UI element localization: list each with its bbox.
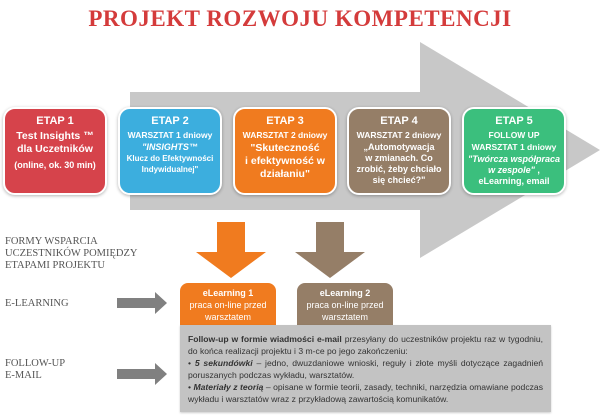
elearning-label: E-LEARNING bbox=[5, 298, 69, 309]
note-text: – opisane w formie teorii, zasady, techn… bbox=[188, 382, 543, 404]
elearning-right-arrow bbox=[117, 292, 167, 314]
stage-text: się chcieć?" bbox=[372, 175, 426, 185]
stage-text: zrobić, żeby chciało bbox=[356, 164, 442, 174]
elearning-text: praca on-line przed warsztatem bbox=[189, 300, 267, 322]
brown-down-arrow bbox=[295, 222, 365, 278]
stage-heading: ETAP 4 bbox=[380, 115, 418, 127]
note-text: Follow-up w formie wiadmości e-mail bbox=[188, 334, 342, 344]
label-line: UCZESTNIKÓW POMIĘDZY bbox=[5, 248, 138, 259]
note-text: Materiały z teorią bbox=[193, 382, 264, 392]
label-line: E-MAIL bbox=[5, 370, 42, 381]
stage-subtitle: FOLLOW UP bbox=[488, 130, 540, 140]
stage-text: w zmianach. Co bbox=[365, 153, 433, 163]
stage-subtitle: WARSZTAT 1 dniowy bbox=[127, 130, 213, 140]
elearning-title: eLearning 1 bbox=[202, 288, 254, 298]
stage-5-box: ETAP 5 FOLLOW UP WARSZTAT 1 dniowy "Twór… bbox=[462, 107, 566, 195]
stage-subtitle: WARSZTAT 2 dniowy bbox=[242, 130, 328, 140]
label-line: FOLLOW-UP bbox=[5, 358, 66, 369]
stage-text: , bbox=[534, 165, 540, 175]
stage-4-box: ETAP 4 WARSZTAT 2 dniowy „Automotywacja … bbox=[347, 107, 451, 195]
stage-text: eLearning, email bbox=[478, 176, 550, 186]
followup-right-arrow bbox=[117, 363, 167, 385]
stage-heading: ETAP 1 bbox=[36, 115, 74, 127]
orange-down-arrow bbox=[196, 222, 266, 278]
label-line: FORMY WSPARCIA bbox=[5, 236, 98, 247]
stage-subtitle: WARSZTAT 1 dniowy bbox=[471, 142, 557, 152]
followup-label: FOLLOW-UP E-MAIL bbox=[5, 358, 65, 382]
stage-text: „Automotywacja bbox=[363, 142, 435, 152]
stage-heading: ETAP 2 bbox=[151, 115, 189, 127]
stage-text: "Skuteczność bbox=[250, 142, 320, 154]
stage-text: i efektywność w bbox=[245, 155, 325, 167]
stage-text: Klucz do Efektywności bbox=[126, 154, 214, 163]
label-line: ETAPAMI PROJEKTU bbox=[5, 260, 105, 271]
note-text: przesyłany do uczestników projektu raz w… bbox=[188, 334, 543, 356]
stage-3-box: ETAP 3 WARSZTAT 2 dniowy "Skuteczność i … bbox=[233, 107, 337, 195]
note-text: – jedno, dwuzdaniowe wnioski, reguły i z… bbox=[188, 358, 543, 380]
elearning-1-box: eLearning 1 praca on-line przed warsztat… bbox=[180, 283, 276, 327]
stage-text: Indywidualnej" bbox=[141, 165, 199, 174]
stage-text: "Twórcza współpraca w zespole" bbox=[468, 154, 560, 175]
stage-text: "INSIGHTS™ bbox=[142, 142, 198, 152]
elearning-title: eLearning 2 bbox=[319, 288, 371, 298]
stage-subtitle: WARSZTAT 2 dniowy bbox=[356, 130, 442, 140]
elearning-text: praca on-line przed warsztatem bbox=[306, 300, 384, 322]
stage-heading: ETAP 5 bbox=[495, 115, 533, 127]
stage-2-box: ETAP 2 WARSZTAT 1 dniowy "INSIGHTS™ Kluc… bbox=[118, 107, 222, 195]
note-text: 5 sekundówki bbox=[194, 358, 253, 368]
page-title: PROJEKT ROZWOJU KOMPETENCJI bbox=[88, 6, 512, 31]
stage-text: działaniu" bbox=[260, 168, 310, 180]
support-forms-label: FORMY WSPARCIA UCZESTNIKÓW POMIĘDZY ETAP… bbox=[5, 236, 138, 272]
stage-1-box: ETAP 1 Test Insights ™ dla Uczetników (o… bbox=[3, 107, 107, 195]
stage-text: (online, ok. 30 min) bbox=[14, 160, 96, 170]
stage-text: Test Insights ™ bbox=[16, 130, 94, 142]
stage-text: dla Uczetników bbox=[17, 143, 93, 155]
stage-heading: ETAP 3 bbox=[266, 115, 304, 127]
elearning-2-box: eLearning 2 praca on-line przed warsztat… bbox=[297, 283, 393, 327]
followup-email-note: Follow-up w formie wiadmości e-mail prze… bbox=[180, 325, 551, 412]
